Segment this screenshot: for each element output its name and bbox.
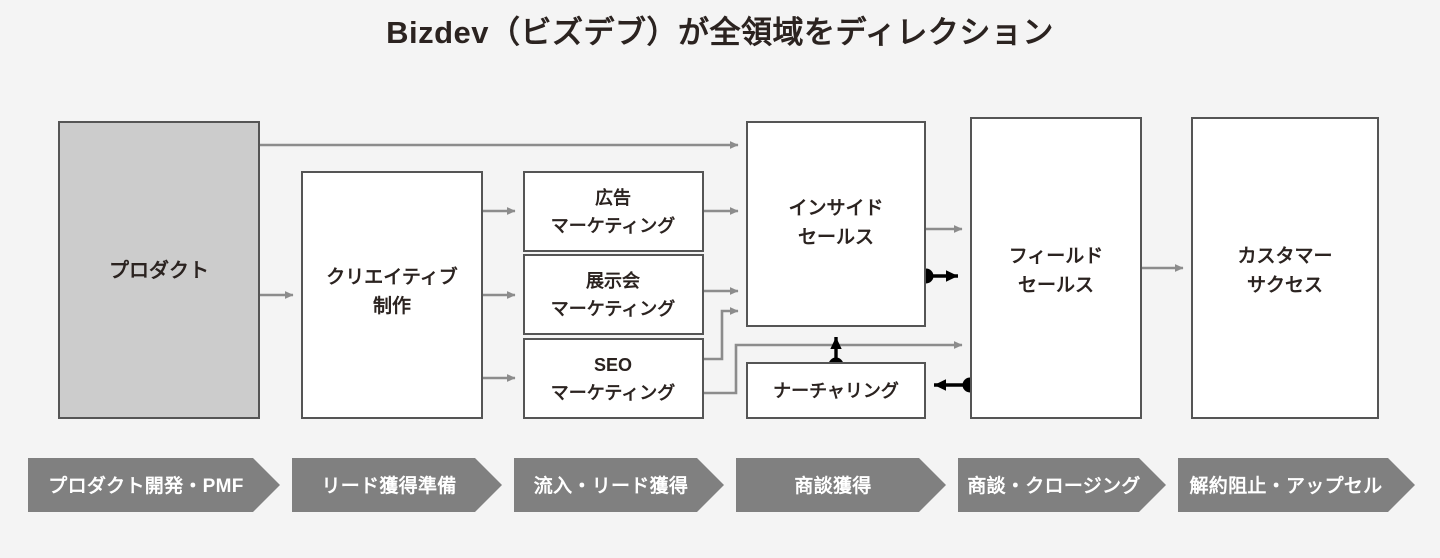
node-ad-marketing[interactable]: 広告 マーケティング [523, 171, 704, 252]
page-title: Bizdev（ビズデブ）が全領域をディレクション [386, 15, 1054, 50]
node-field-sales-label-1: フィールド [1009, 246, 1104, 267]
node-seo-marketing[interactable]: SEO マーケティング [523, 338, 704, 419]
node-inside-sales[interactable]: インサイド セールス [746, 121, 926, 327]
node-ad-marketing-label-1: 広告 [595, 187, 631, 208]
stage-chevron-6-label: 解約阻止・アップセル [1189, 474, 1382, 497]
node-field-sales[interactable]: フィールド セールス [970, 117, 1142, 419]
node-inside-sales-label-1: インサイド [788, 198, 883, 219]
node-seo-marketing-label-2: マーケティング [551, 382, 676, 403]
stage-chevron-2[interactable]: リード獲得準備 [292, 458, 502, 512]
stage-chevron-4-label: 商談獲得 [794, 474, 871, 497]
connector-seo-marketing-to-inside-sales [703, 307, 739, 361]
stage-chevron-5-label: 商談・クロージング [967, 474, 1140, 497]
node-seo-marketing-label-1: SEO [594, 355, 632, 375]
stage-chevron-3[interactable]: 流入・リード獲得 [514, 458, 724, 512]
stage-chevron-6[interactable]: 解約阻止・アップセル [1178, 458, 1415, 512]
node-expo-marketing-label-1: 展示会 [586, 270, 640, 291]
node-creative-production-label-2: 制作 [373, 294, 411, 317]
node-customer-success[interactable]: カスタマー サクセス [1191, 117, 1379, 419]
connector-seo-marketing-to-field-sales [703, 341, 963, 395]
stage-chevron-2-label: リード獲得準備 [321, 474, 456, 497]
node-field-sales-label-2: セールス [1018, 275, 1094, 296]
node-product-label: プロダクト [109, 258, 209, 282]
stage-chevron-5[interactable]: 商談・クロージング [958, 458, 1166, 512]
node-expo-marketing-label-2: マーケティング [551, 298, 676, 319]
node-customer-success-label-2: サクセス [1247, 274, 1323, 296]
node-ad-marketing-label-2: マーケティング [551, 215, 676, 236]
node-nurturing-label: ナーチャリング [773, 380, 899, 401]
stage-chevron-3-label: 流入・リード獲得 [534, 474, 688, 497]
node-expo-marketing[interactable]: 展示会 マーケティング [523, 254, 704, 335]
stage-chevron-4[interactable]: 商談獲得 [736, 458, 946, 512]
node-creative-production-label-1: クリエイティブ [326, 265, 457, 288]
node-customer-success-label-1: カスタマー [1237, 245, 1332, 267]
node-nurturing[interactable]: ナーチャリング [746, 362, 926, 419]
stage-chevron-1[interactable]: プロダクト開発・PMF [28, 458, 280, 512]
node-inside-sales-label-2: セールス [798, 227, 874, 248]
stage-chevron-1-label: プロダクト開発・PMF [48, 474, 243, 497]
node-product[interactable]: プロダクト [58, 121, 260, 419]
node-creative-production[interactable]: クリエイティブ 制作 [301, 171, 483, 419]
